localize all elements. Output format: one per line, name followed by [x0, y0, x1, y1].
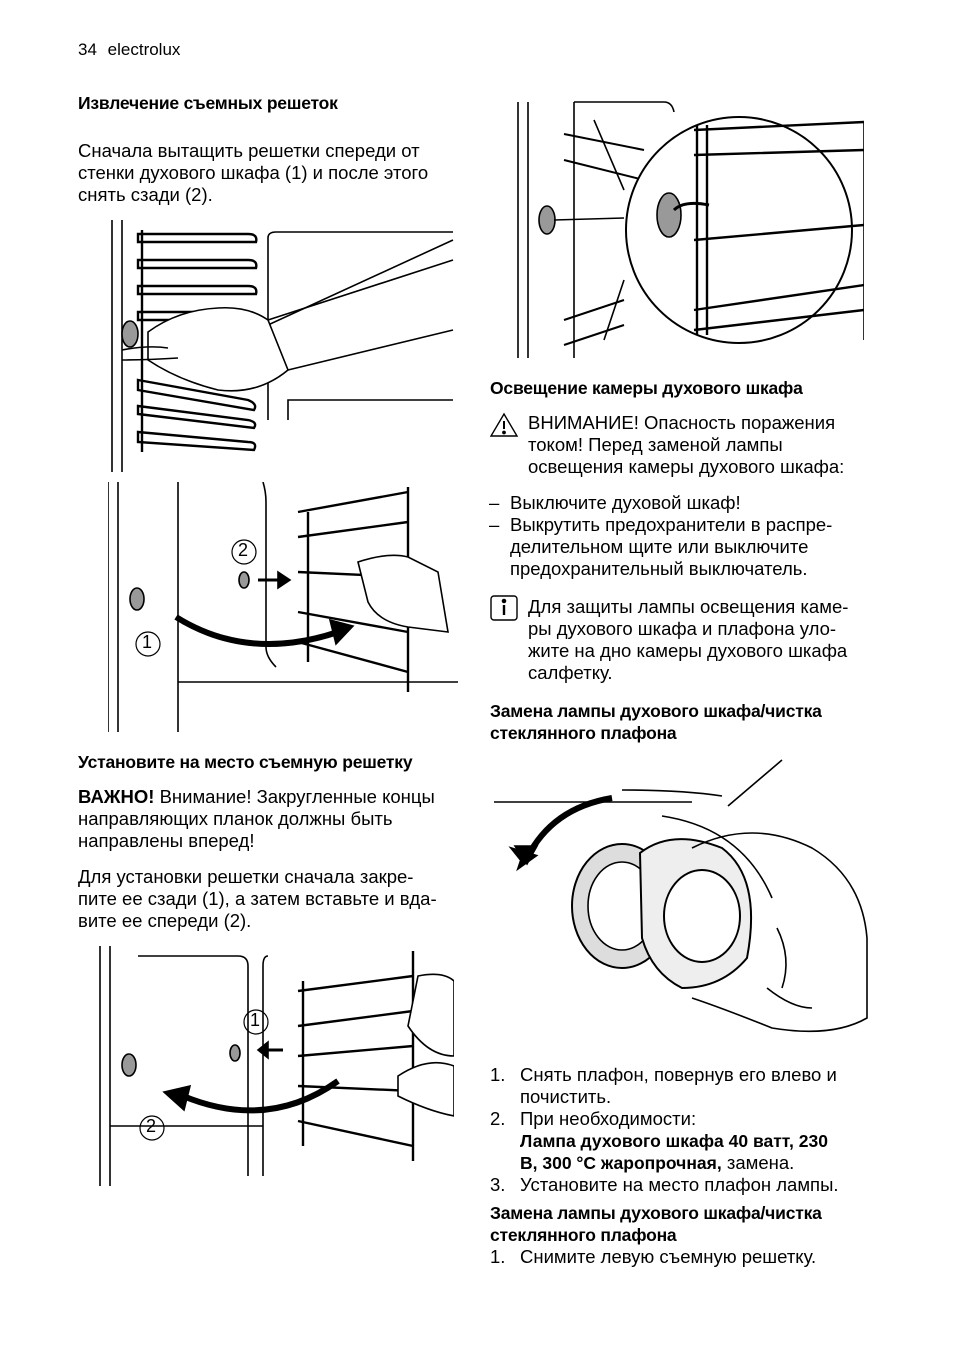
brand-name: electrolux [107, 40, 181, 59]
warning-note: ВНИМАНИЕ! Опасность поражения током! Пер… [528, 412, 898, 478]
list-item: 1. Снять плафон, повернув его влево и по… [490, 1064, 890, 1108]
text-line: Опасность поражения [638, 412, 836, 433]
text-line: освещения камеры духового шкафа: [528, 456, 845, 477]
text-line: снять сзади (2). [78, 184, 213, 205]
list-dash: – [489, 492, 500, 513]
step-number: 1. [490, 1064, 506, 1085]
text-line: Для защиты лампы освещения каме- [528, 596, 849, 617]
list-item: 3. Установите на место плафон лампы. [490, 1174, 890, 1196]
text-line: почистить. [520, 1086, 612, 1107]
figure-label-2: 2 [146, 1116, 157, 1136]
list-item: 1. Снимите левую съемную решетку. [490, 1246, 890, 1268]
text-line: При необходимости: [520, 1108, 697, 1129]
remove-rails-text: Сначала вытащить решетки спереди от стен… [78, 140, 478, 206]
text-line: предохранительный выключатель. [510, 558, 808, 579]
text-line: замена. [721, 1152, 795, 1173]
text-line: вите ее спереди (2). [78, 910, 252, 931]
section-title-lamp-replacement: Замена лампы духового шкафа/чистка стекл… [490, 700, 822, 744]
text-line: Лампа духового шкафа 40 ватт, 230 [520, 1131, 828, 1151]
text-line: жите на дно камеры духового шкафа [528, 640, 848, 661]
step-number: 2. [490, 1108, 506, 1129]
lamp-replacement-steps: 1. Снять плафон, повернув его влево и по… [490, 1064, 890, 1196]
text-line: Внимание! Закругленные концы [154, 786, 435, 807]
text-line: током! Перед заменой лампы [528, 434, 783, 455]
title-line: стеклянного плафона [490, 1225, 677, 1245]
text-line: Снять плафон, повернув его влево и [520, 1064, 837, 1085]
text-line: Выкрутить предохранители в распре- [510, 514, 833, 535]
page-header: 34 electrolux [78, 40, 180, 60]
text-line: направлены вперед! [78, 830, 255, 851]
text-line: направляющих планок должны быть [78, 808, 393, 829]
text-line: Сначала вытащить решетки спереди от [78, 140, 420, 161]
text-line: Для установки решетки сначала закре- [78, 866, 414, 887]
title-line: Замена лампы духового шкафа/чистка [490, 1203, 822, 1223]
figure-label-1: 1 [250, 1010, 261, 1030]
step-number: 1. [490, 1246, 506, 1267]
section-title-remove-rails: Извлечение съемных решеток [78, 93, 338, 113]
text-line: салфетку. [528, 662, 613, 683]
text-line: ры духового шкафа и плафона уло- [528, 618, 837, 639]
text-line: Снимите левую съемную решетку. [520, 1246, 817, 1267]
list-item: – Выкрутить предохранители в распре- дел… [489, 514, 889, 580]
step-number: 3. [490, 1174, 506, 1195]
figure-label-2: 2 [238, 540, 249, 560]
figure-install-rail: 1 2 [98, 946, 454, 1186]
page-number: 34 [78, 40, 97, 59]
section-title-oven-light: Освещение камеры духового шкафа [490, 378, 803, 398]
text-line: Выключите духовой шкаф! [510, 492, 741, 513]
text-line: стенки духового шкафа (1) и после этого [78, 162, 429, 183]
text-line: пите ее сзади (1), а затем вставьте и вд… [78, 888, 437, 909]
text-line: В, 300 °C жаропрочная, [520, 1153, 722, 1173]
warning-label: ВНИМАНИЕ! [528, 412, 639, 433]
figure-lamp-cover [492, 758, 872, 1052]
section-title-lamp-replacement-2: Замена лампы духового шкафа/чистка стекл… [490, 1202, 822, 1246]
safety-steps-list: – Выключите духовой шкаф! – Выкрутить пр… [489, 492, 889, 580]
list-dash: – [489, 514, 500, 535]
text-line: Установите на место плафон лампы. [520, 1174, 839, 1195]
info-icon [490, 595, 518, 626]
list-item: 2. При необходимости: Лампа духового шка… [490, 1108, 890, 1174]
figure-label-1: 1 [142, 632, 153, 652]
list-item: – Выключите духовой шкаф! [489, 492, 889, 514]
figure-rail-detail [514, 100, 864, 362]
figure-remove-rear: 2 1 [108, 482, 458, 734]
lamp-replacement-steps-2: 1. Снимите левую съемную решетку. [490, 1246, 890, 1268]
important-note: ВАЖНО! Внимание! Закругленные концы напр… [78, 786, 478, 852]
figure-remove-front [108, 220, 458, 472]
text-line: делительном щите или выключите [510, 536, 809, 557]
install-rail-text: Для установки решетки сначала закре- пит… [78, 866, 478, 932]
important-label: ВАЖНО! [78, 786, 155, 807]
section-title-install-rail: Установите на место съемную решетку [78, 752, 413, 772]
title-line: стеклянного плафона [490, 723, 677, 743]
warning-triangle-icon [489, 412, 519, 443]
info-note: Для защиты лампы освещения каме- ры духо… [528, 596, 898, 684]
title-line: Замена лампы духового шкафа/чистка [490, 701, 822, 721]
